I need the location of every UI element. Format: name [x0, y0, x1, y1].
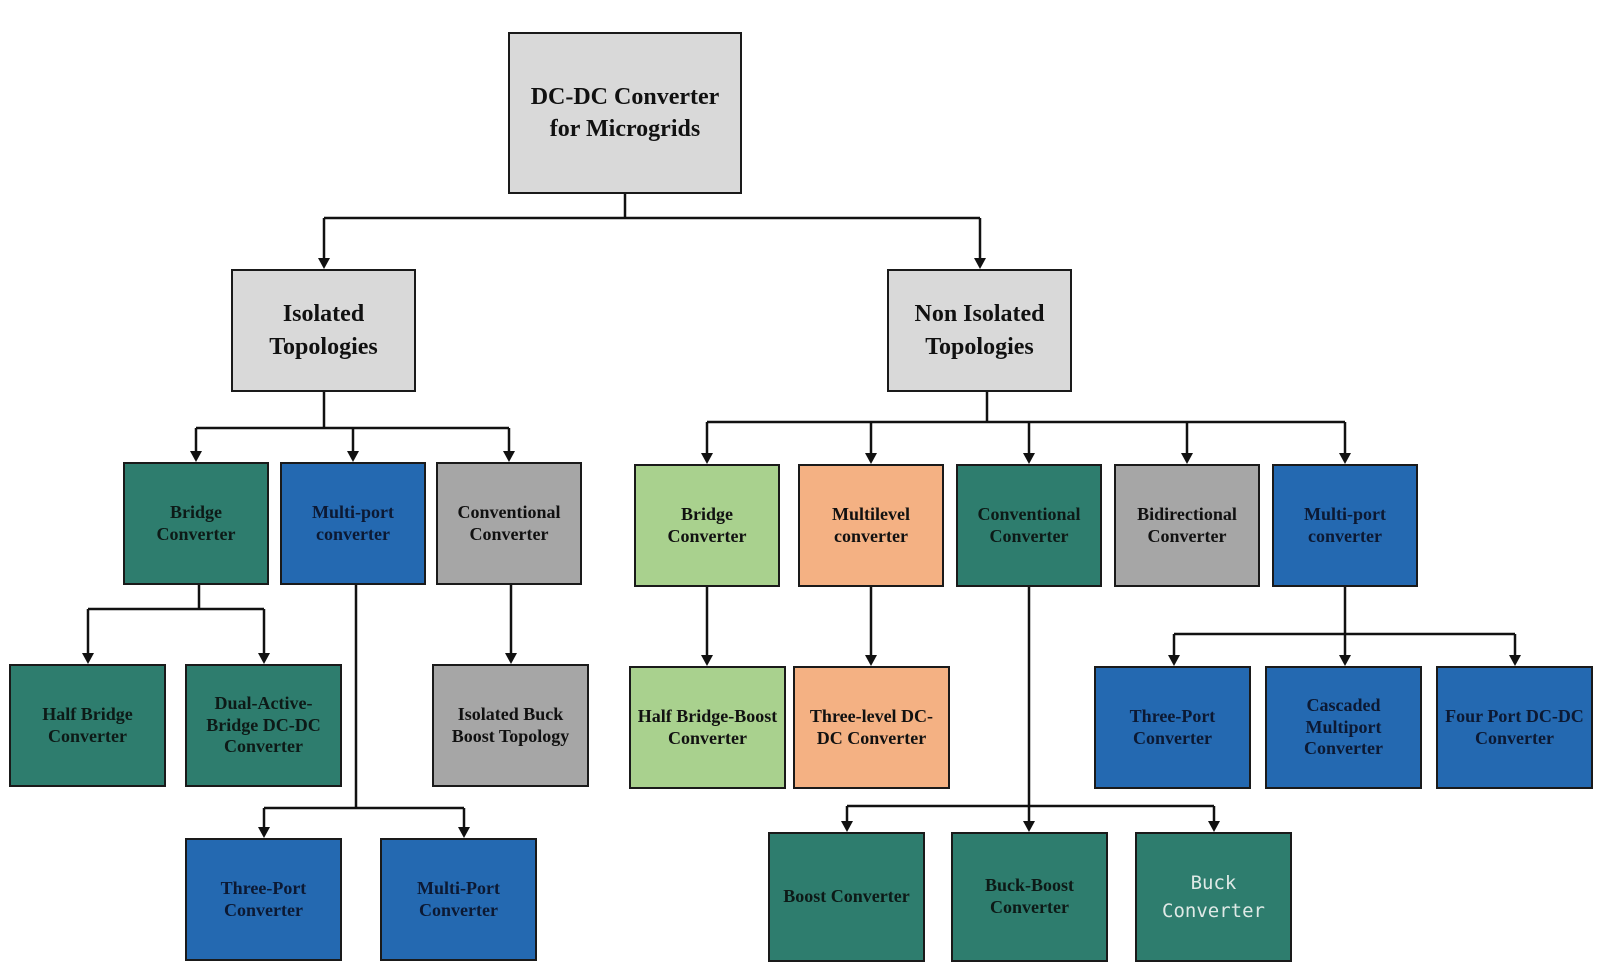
ni-conventional-connector-arrowhead-2 — [1208, 821, 1220, 832]
ni-multiport-connector-arrowhead-0 — [1168, 655, 1180, 666]
multiport-connector-arrowhead-0 — [258, 827, 270, 838]
isolated-connector-arrowhead-0 — [190, 451, 202, 462]
non-isolated-bridge-converter-node: Bridge Converter — [634, 464, 780, 587]
four-port-converter-node: Four Port DC-DC Converter — [1436, 666, 1593, 789]
conventional-connector-arrowhead-0 — [505, 653, 517, 664]
isolated-three-port-converter-node: Three-Port Converter — [185, 838, 342, 961]
isolated-connector-arrowhead-1 — [347, 451, 359, 462]
dual-active-bridge-node: Dual-Active-Bridge DC-DC Converter — [185, 664, 342, 787]
non-isolated-three-port-converter-node: Three-Port Converter — [1094, 666, 1251, 789]
ni-bridge-connector-arrowhead-0 — [701, 655, 713, 666]
non-isolated-conventional-converter-node: Conventional Converter — [956, 464, 1102, 587]
isolated-bridge-converter-node: Bridge Converter — [123, 462, 269, 585]
non-isolated-connector-arrowhead-1 — [865, 453, 877, 464]
three-level-converter-node: Three-level DC-DC Converter — [793, 666, 950, 789]
buck-boost-converter-node: Buck-Boost Converter — [951, 832, 1108, 962]
multilevel-converter-node: Multilevel converter — [798, 464, 944, 587]
ni-conventional-connector-arrowhead-1 — [1023, 821, 1035, 832]
non-isolated-connector-arrowhead-0 — [701, 453, 713, 464]
bridge-connector-arrowhead-0 — [82, 653, 94, 664]
root-node: DC-DC Converter for Microgrids — [508, 32, 742, 194]
half-bridge-boost-node: Half Bridge-Boost Converter — [629, 666, 786, 789]
bridge-connector-arrowhead-1 — [258, 653, 270, 664]
root-connector-arrowhead-0 — [318, 258, 330, 269]
ni-conventional-connector-arrowhead-0 — [841, 821, 853, 832]
bidirectional-converter-node: Bidirectional Converter — [1114, 464, 1260, 587]
isolated-connector-arrowhead-2 — [503, 451, 515, 462]
isolated-buck-boost-node: Isolated Buck Boost Topology — [432, 664, 589, 787]
isolated-topologies-node: Isolated Topologies — [231, 269, 416, 392]
isolated-multi-port-converter-node: Multi-Port Converter — [380, 838, 537, 961]
boost-converter-node: Boost Converter — [768, 832, 925, 962]
isolated-multiport-converter-node: Multi-port converter — [280, 462, 426, 585]
root-connector-arrowhead-1 — [974, 258, 986, 269]
non-isolated-multiport-converter-node: Multi-port converter — [1272, 464, 1418, 587]
multilevel-connector-arrowhead-0 — [865, 655, 877, 666]
ni-multiport-connector-arrowhead-2 — [1509, 655, 1521, 666]
ni-multiport-connector-arrowhead-1 — [1339, 655, 1351, 666]
non-isolated-connector-arrowhead-4 — [1339, 453, 1351, 464]
half-bridge-converter-node: Half Bridge Converter — [9, 664, 166, 787]
buck-converter-node: Buck Converter — [1135, 832, 1292, 962]
non-isolated-topologies-node: Non Isolated Topologies — [887, 269, 1072, 392]
non-isolated-connector-arrowhead-2 — [1023, 453, 1035, 464]
cascaded-multiport-converter-node: Cascaded Multiport Converter — [1265, 666, 1422, 789]
multiport-connector-arrowhead-1 — [458, 827, 470, 838]
isolated-conventional-converter-node: Conventional Converter — [436, 462, 582, 585]
non-isolated-connector-arrowhead-3 — [1181, 453, 1193, 464]
